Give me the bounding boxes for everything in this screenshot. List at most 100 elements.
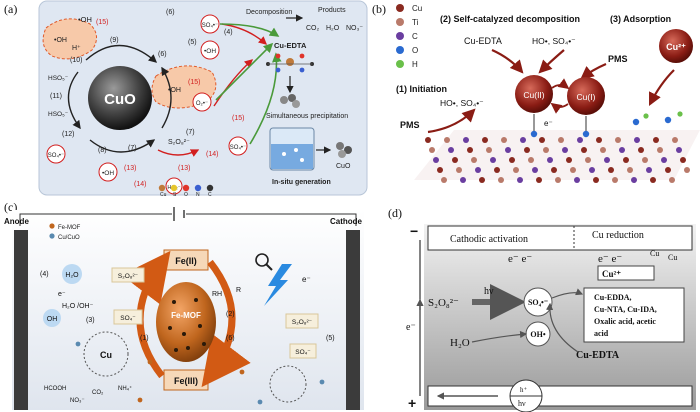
cycle-arrow-right — [161, 66, 172, 129]
ion-nh4: NH₄⁺ — [118, 385, 132, 392]
step-c-4: (4) — [40, 271, 49, 278]
cu-edta-b: Cu-EDTA — [464, 36, 502, 46]
arrow-b-1 — [491, 48, 524, 74]
lattice-atom — [589, 167, 595, 173]
legend-femof-dot — [49, 223, 55, 229]
lattice-atom — [642, 157, 648, 163]
curve-arrow-up — [545, 302, 579, 353]
hv-d: hν — [484, 286, 494, 297]
lattice-atom — [448, 147, 454, 153]
step-14-right: (14) — [206, 151, 218, 158]
step-12: (12) — [62, 131, 74, 138]
simultaneous-precipitation: Simultaneous precipitation — [266, 113, 348, 120]
lattice-atom — [627, 167, 633, 173]
title-initiation: (1) Initiation — [396, 84, 447, 94]
step-15-right: (15) — [232, 115, 244, 122]
fe-mof-particle — [156, 282, 216, 362]
lattice-atom — [665, 167, 671, 173]
circuit-wire-right — [186, 213, 357, 226]
beaker-icon — [269, 127, 315, 171]
cu-complex-ring — [83, 331, 129, 377]
oh-bubble-bottom — [98, 162, 118, 182]
legend-c: C — [208, 192, 212, 196]
red-arrow-2 — [213, 59, 254, 107]
panel-a-label: (a) — [4, 2, 18, 16]
legend-b-h: H — [412, 60, 418, 69]
lattice-atom — [615, 137, 621, 143]
lattice-atom — [437, 167, 443, 173]
lattice-atom — [494, 167, 500, 173]
lattice-atom — [661, 157, 667, 163]
cu-top-1: Cu — [650, 249, 659, 258]
so4-c-left: SO₄⁻ — [120, 315, 136, 322]
plus-sign: + — [408, 395, 416, 411]
lattice-atom — [524, 147, 530, 153]
step-4: (4) — [224, 29, 233, 36]
lattice-atom — [574, 177, 580, 183]
lattice-atom — [631, 177, 637, 183]
lattice-atom — [577, 137, 583, 143]
lattice-atom — [463, 137, 469, 143]
step-7-left: (7) — [128, 145, 137, 152]
lattice-atom — [555, 177, 561, 183]
cu-i-sphere — [567, 77, 605, 115]
pms-b-left: PMS — [400, 120, 420, 130]
panel-a: CuO •OH (15) •OH H⁺ (9) (10) HSO₅⁻ (11) … — [38, 0, 368, 196]
legend-cucuo-dot — [49, 233, 55, 239]
arrow-cu-exchange — [551, 78, 570, 90]
lattice-atom — [684, 167, 690, 173]
cu-complex-label: Cu — [100, 350, 112, 360]
green-arrow-2 — [215, 42, 274, 101]
lattice-atom — [558, 137, 564, 143]
lattice-atom — [566, 157, 572, 163]
step-14-left: (14) — [134, 181, 146, 188]
product-no3: NO₃⁻ — [346, 25, 363, 32]
species-hso5-left2: HSO₅⁻ — [48, 111, 69, 118]
ion-no3: NO₃⁻ — [70, 398, 85, 404]
oh-bubble-c — [43, 309, 61, 327]
lattice-atom — [623, 157, 629, 163]
step-c-3: (3) — [86, 317, 95, 324]
species-hso5-left: HSO₅⁻ — [48, 75, 69, 82]
species-oh-bottom: •OH — [102, 170, 114, 177]
lattice-atom — [653, 137, 659, 143]
lattice-atom — [528, 157, 534, 163]
hplus-d: h⁺ — [520, 386, 528, 394]
insitu-label: In-situ generation — [272, 179, 331, 186]
lattice-atom — [676, 147, 682, 153]
cathode-electrode — [346, 230, 360, 410]
legend-b-o: O — [412, 46, 418, 55]
step-c-1: (1) — [140, 335, 149, 342]
lattice-atom — [646, 167, 652, 173]
oh-d: OH• — [530, 330, 545, 339]
arrow-cu-exchange-back — [550, 102, 569, 114]
lattice-atom — [619, 147, 625, 153]
lattice-atom — [501, 137, 507, 143]
complex-line-1: Cu-EDDA, — [594, 293, 632, 302]
so4-box-right — [289, 343, 317, 359]
s2o8-box-left — [111, 267, 145, 283]
magnifier-icon — [255, 253, 273, 271]
panel-d-label: (d) — [388, 206, 402, 220]
so4-c-right: SO₄⁻ — [295, 349, 311, 356]
lattice-atom — [429, 147, 435, 153]
lattice-atom — [551, 167, 557, 173]
cu2-d: Cu²⁺ — [602, 269, 621, 279]
cycle-arrow-left — [67, 71, 81, 130]
cathodic-activation: Cathodic activation — [450, 234, 528, 245]
so4-circle — [523, 287, 553, 317]
products-title: Products — [318, 7, 346, 14]
species-oh-top: •OH — [78, 15, 92, 24]
so4-bubble-top — [200, 14, 220, 34]
r-label: R — [236, 287, 241, 294]
legend-b-cu: Cu — [412, 4, 422, 13]
curve-arrow-right — [551, 288, 584, 299]
lattice-atom — [536, 177, 542, 183]
lattice-atom — [467, 147, 473, 153]
anode-label: Anode — [4, 217, 29, 226]
lattice-atom — [669, 177, 675, 183]
lattice-atom — [562, 147, 568, 153]
step-c-5: (5) — [326, 335, 335, 342]
lattice-atom — [585, 157, 591, 163]
step-6-mid: (6) — [158, 51, 167, 58]
